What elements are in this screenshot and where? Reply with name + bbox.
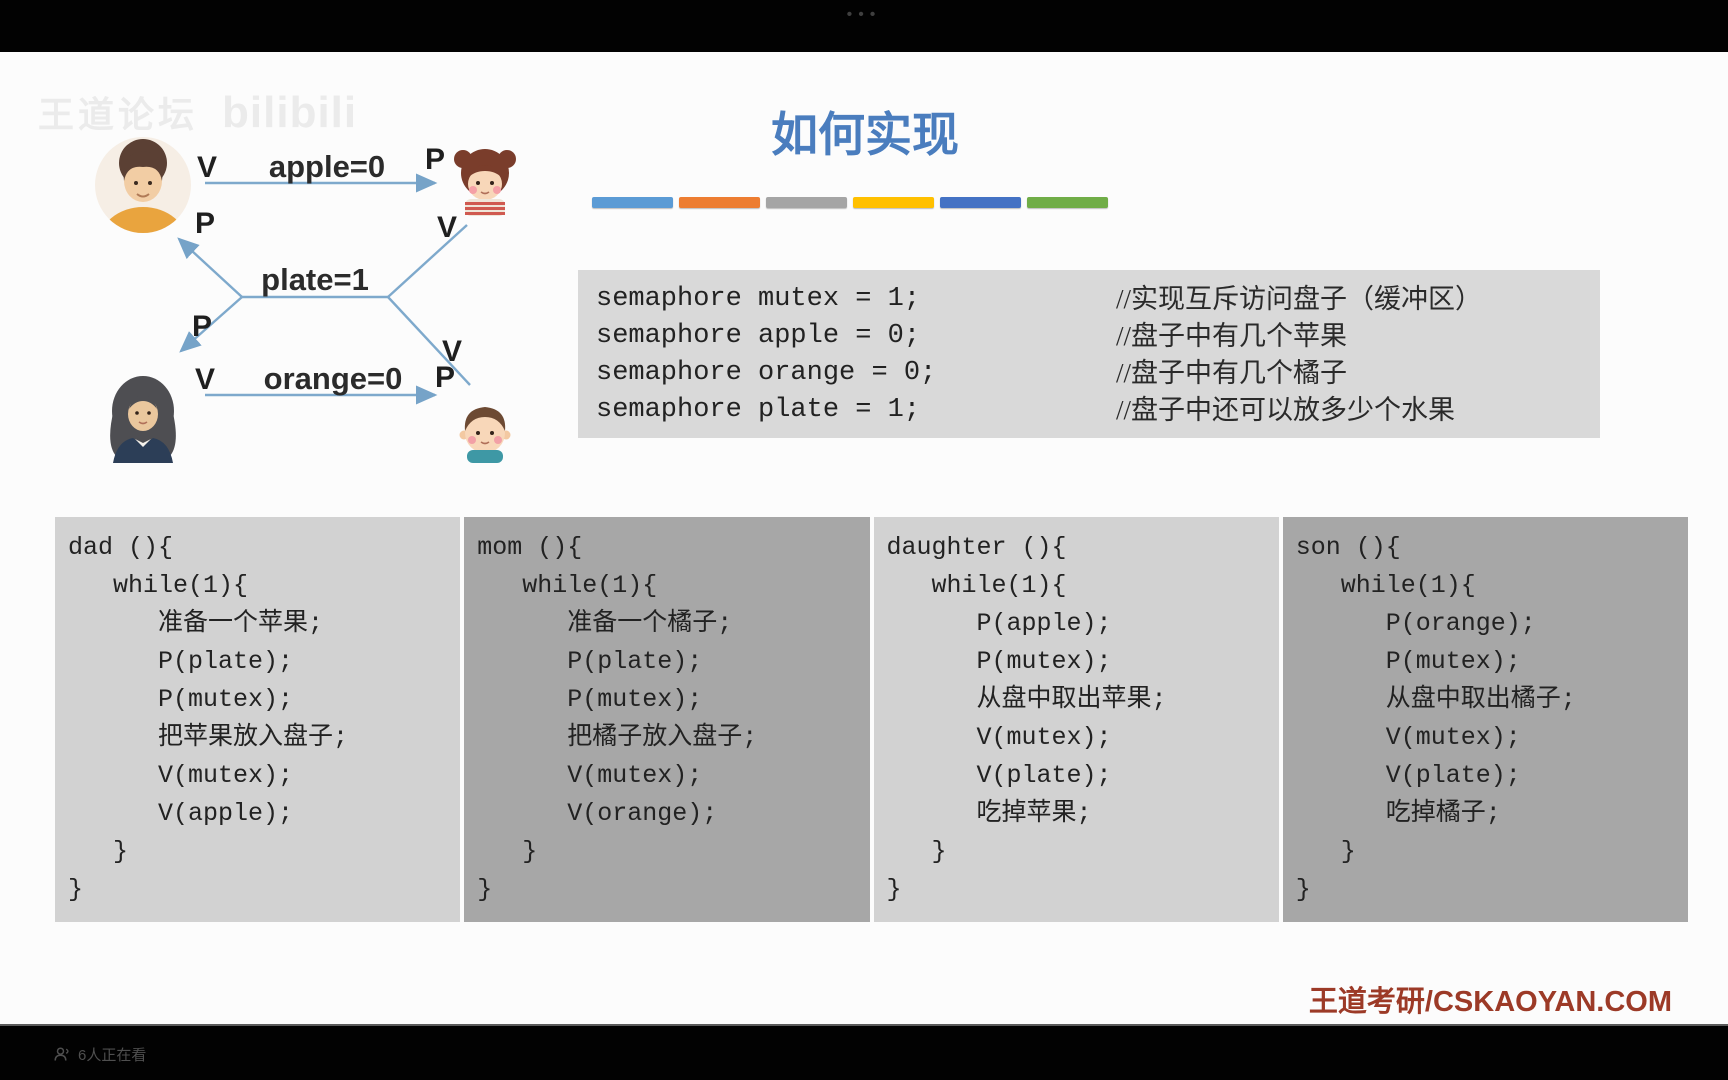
plate-line-from-daughter [387, 224, 468, 298]
code-line: V(orange); [477, 799, 718, 828]
code-line: 准备一个苹果; [68, 609, 324, 638]
player-bottom-bar: 6人正在看 [0, 1024, 1728, 1080]
code-line: while(1){ [886, 571, 1067, 600]
code-line: P(mutex); [1295, 647, 1521, 676]
code-line: } [477, 837, 538, 866]
semaphore-code: semaphore apple = 0; [596, 321, 921, 351]
process-column-son: son (){ while(1){ P(orange); P(mutex); 从… [1282, 517, 1688, 922]
code-line: V(apple); [68, 799, 294, 828]
semaphore-box: semaphore mutex = 1;//实现互斥访问盘子（缓冲区）semap… [578, 270, 1600, 438]
accent-bar [853, 197, 934, 208]
code-line: son (){ [1295, 533, 1401, 562]
orange-v-label: V [195, 363, 215, 396]
code-line: V(plate); [886, 761, 1112, 790]
plate-v-son-label: V [442, 335, 462, 368]
code-line: V(mutex); [477, 761, 703, 790]
code-line: while(1){ [477, 571, 658, 600]
semaphore-code: semaphore orange = 0; [596, 358, 937, 388]
slide-canvas: 王道论坛 bilibili V apple=0 P P V [0, 52, 1728, 1024]
watermark: 王道论坛 bilibili [38, 86, 357, 138]
code-line: P(mutex); [886, 647, 1112, 676]
bilibili-logo-watermark: bilibili [222, 88, 358, 137]
plate-v-daughter-label: V [437, 211, 457, 244]
plate-arrow-to-dad [177, 237, 243, 298]
code-line: } [68, 837, 129, 866]
plate-edge-label: plate=1 [261, 262, 369, 297]
semaphore-row: semaphore orange = 0; //盘子中有几个橘子 [596, 355, 1600, 392]
accent-bar [679, 197, 760, 208]
code-line: } [68, 875, 84, 904]
apple-v-label: V [197, 151, 217, 184]
semaphore-code: semaphore mutex = 1; [596, 284, 921, 314]
semaphore-comment: //盘子中有几个苹果 [1116, 321, 1348, 351]
apple-edge-label: apple=0 [269, 149, 385, 184]
code-line: daughter (){ [886, 533, 1067, 562]
plate-arrow-to-mom [179, 296, 243, 353]
accent-bar [592, 197, 673, 208]
code-line: P(apple); [886, 609, 1112, 638]
dad-avatar-icon [95, 137, 191, 233]
son-avatar-icon [459, 407, 511, 463]
code-line: P(mutex); [477, 685, 703, 714]
code-line: P(plate); [68, 647, 294, 676]
wangdao-forum-watermark: 王道论坛 [38, 94, 199, 135]
code-line: V(mutex); [886, 723, 1112, 752]
process-column-mom: mom (){ while(1){ 准备一个橘子; P(plate); P(mu… [464, 517, 870, 922]
code-line: } [1295, 875, 1311, 904]
code-line: mom (){ [477, 533, 583, 562]
code-line: 吃掉橘子; [1295, 799, 1501, 828]
code-line: while(1){ [1295, 571, 1476, 600]
daughter-avatar-icon [454, 149, 516, 216]
semaphore-comment: //盘子中还可以放多少个水果 [1116, 395, 1456, 425]
code-line: } [477, 875, 493, 904]
page-title: 如何实现 [771, 110, 959, 162]
orange-p-label: P [435, 361, 455, 394]
mom-avatar-icon [110, 376, 176, 463]
accent-bars [592, 197, 1108, 208]
player-top-bar: ••• [0, 0, 1728, 54]
apple-p-label: P [425, 143, 445, 176]
code-line: V(mutex); [68, 761, 294, 790]
process-table: dad (){ while(1){ 准备一个苹果; P(plate); P(mu… [55, 517, 1688, 922]
watching-count: 6人正在看 [78, 1047, 147, 1064]
accent-bar [766, 197, 847, 208]
semaphore-row: semaphore mutex = 1; //实现互斥访问盘子（缓冲区） [596, 281, 1600, 318]
code-line: V(mutex); [1295, 723, 1521, 752]
code-line: P(mutex); [68, 685, 294, 714]
footer-brand: 王道考研/CSKAOYAN.COM [1308, 986, 1672, 1018]
more-options-icon[interactable]: ••• [846, 6, 882, 23]
code-line: 准备一个橘子; [477, 609, 733, 638]
semaphore-diagram: V apple=0 P P V plate=1 P V V orange=0 P [95, 137, 516, 463]
accent-bar [1027, 197, 1108, 208]
code-line: P(plate); [477, 647, 703, 676]
semaphore-comment: //盘子中有几个橘子 [1116, 358, 1348, 388]
code-line: } [1295, 837, 1356, 866]
process-column-dad: dad (){ while(1){ 准备一个苹果; P(plate); P(mu… [55, 517, 461, 922]
code-line: } [886, 837, 947, 866]
code-line: dad (){ [68, 533, 174, 562]
plate-line-from-son [387, 296, 471, 386]
plate-p-mom-label: P [192, 310, 212, 343]
watching-status: 6人正在看 [54, 1044, 146, 1065]
code-line: } [886, 875, 902, 904]
code-line: 从盘中取出苹果; [886, 685, 1167, 714]
code-line: 把苹果放入盘子; [68, 723, 349, 752]
watching-icon [54, 1047, 69, 1061]
accent-bar [940, 197, 1021, 208]
plate-p-dad-label: P [195, 207, 215, 240]
code-line: 吃掉苹果; [886, 799, 1092, 828]
semaphore-code: semaphore plate = 1; [596, 395, 921, 425]
code-line: while(1){ [68, 571, 249, 600]
orange-edge-label: orange=0 [264, 361, 403, 396]
semaphore-row: semaphore plate = 1; //盘子中还可以放多少个水果 [596, 392, 1600, 429]
code-line: P(orange); [1295, 609, 1536, 638]
process-column-daughter: daughter (){ while(1){ P(apple); P(mutex… [873, 517, 1279, 922]
semaphore-comment: //实现互斥访问盘子（缓冲区） [1116, 284, 1483, 314]
code-line: 把橘子放入盘子; [477, 723, 758, 752]
code-line: 从盘中取出橘子; [1295, 685, 1576, 714]
semaphore-row: semaphore apple = 0; //盘子中有几个苹果 [596, 318, 1600, 355]
code-line: V(plate); [1295, 761, 1521, 790]
